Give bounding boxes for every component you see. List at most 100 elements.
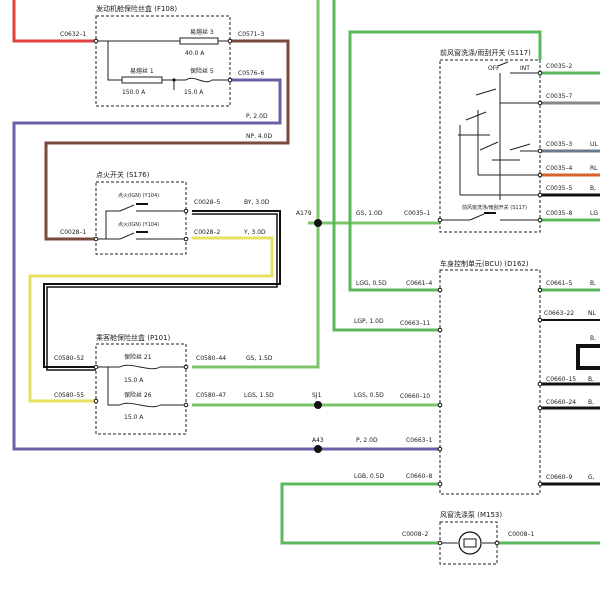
- conn-c0008-1: C0008–1: [508, 531, 534, 538]
- engine-fuse-bus: [96, 40, 120, 81]
- bcu-pins: [437, 287, 543, 487]
- conn-c0035-7: C0035–7: [546, 93, 572, 100]
- splice-label-a43: A43: [312, 437, 324, 444]
- fuse26-name: 保险丝 26: [124, 391, 152, 399]
- wire-green-lgg05: [348, 30, 542, 292]
- conn-c0576-6: C0576–6: [238, 70, 264, 77]
- conn-c0632-1: C0632–1: [60, 31, 86, 38]
- switch-pos-off: OFF: [488, 65, 500, 72]
- splice-sj1: [314, 401, 322, 409]
- fuse1-name: 易熔丝 1: [130, 67, 154, 75]
- fuse5-symbol: [185, 77, 213, 83]
- conn-c0035-5: C0035–5: [546, 185, 572, 192]
- fuse5-name: 保险丝 5: [190, 67, 214, 75]
- fuse5-rating: 15.0 A: [184, 89, 204, 96]
- wire-label-p20-top: P, 2.0D: [246, 113, 268, 120]
- fuse3-symbol: [179, 37, 219, 45]
- conn-c0660-15: C0660–15: [546, 376, 576, 383]
- conn-c0661-5: C0661–5: [546, 280, 572, 287]
- wire-green-lgb05: [280, 482, 440, 545]
- right-label-g: G,: [588, 474, 595, 481]
- conn-c0660-10: C0660–10: [400, 393, 430, 400]
- wire-black-by30-b: [46, 213, 278, 371]
- motor-icon: [458, 531, 482, 555]
- ignition-contact-2: 点火(IGN) (Y104): [118, 222, 159, 228]
- wire-right-black-thick: [576, 344, 600, 370]
- front-wiper-switch-title: 前风窗洗涤/雨刮开关 (S117): [440, 48, 531, 57]
- conn-c0028-2: C0028–2: [194, 229, 220, 236]
- switch-pos-int: INT: [520, 65, 530, 72]
- conn-c0008-2: C0008–2: [402, 531, 428, 538]
- conn-c0571-3: C0571–3: [238, 31, 264, 38]
- conn-c0035-8: C0035–8: [546, 210, 572, 217]
- conn-c0035-1: C0035–1: [404, 210, 430, 217]
- splice-a43: [314, 445, 322, 453]
- conn-c0028-1: C0028–1: [60, 229, 86, 236]
- right-label-b1: B,: [590, 185, 596, 192]
- bcu-box: [439, 269, 541, 495]
- wire-label-lgs15: LGS, 1.5D: [244, 392, 274, 399]
- conn-c0035-2: C0035–2: [546, 63, 572, 70]
- wire-label-lgb05: LGB, 0.5D: [354, 473, 384, 480]
- wire-red-c0632: [12, 0, 96, 43]
- right-label-b5: B,: [588, 399, 594, 406]
- cabin-fuse-box-title: 乘客舱保险丝盒 (P101): [96, 333, 171, 342]
- right-label-ul: UL: [590, 141, 598, 148]
- ignition-contact-1: 点火(IGN) (Y104): [118, 193, 159, 199]
- conn-c0580-55: C0580–55: [54, 392, 84, 399]
- fuse21-symbol: [119, 364, 161, 370]
- conn-c0660-8: C0660–8: [406, 473, 432, 480]
- wire-label-lgs05: LGS, 0.5D: [354, 392, 384, 399]
- splice-label-sj1: SJ1: [312, 392, 322, 399]
- right-label-lg: LG: [590, 210, 598, 217]
- wire-label-by30: BY, 3.0D: [244, 199, 270, 206]
- wire-label-lgg05: LGG, 0.5D: [356, 280, 387, 287]
- ignition-switch-box: [95, 181, 187, 255]
- conn-c0028-5: C0028–5: [194, 199, 220, 206]
- wire-label-gs10: GS, 1.0D: [356, 210, 383, 217]
- fuse1-symbol: [121, 76, 163, 84]
- wire-label-p20-bottom: P, 2.0D: [356, 437, 378, 444]
- right-label-nl: NL: [588, 310, 596, 317]
- conn-c0660-9: C0660–9: [546, 474, 572, 481]
- fuse3-name: 易熔丝 3: [190, 28, 214, 36]
- fuse3-rating: 40.0 A: [185, 50, 205, 57]
- splice-label-a179: A179: [296, 210, 312, 217]
- ignition-switch-title: 点火开关 (S176): [96, 170, 150, 179]
- wire-black-by30-a: [43, 210, 281, 368]
- right-label-b2: B,: [590, 280, 596, 287]
- wire-label-y30: Y, 3.0D: [243, 229, 266, 236]
- conn-c0580-44: C0580–44: [196, 355, 226, 362]
- fuse21-rating: 15.0 A: [124, 377, 144, 384]
- conn-c0580-47: C0580–47: [196, 392, 226, 399]
- engine-fuse-box: [95, 15, 231, 107]
- fuse1-rating: 150.0 A: [122, 89, 146, 96]
- conn-c0663-22: C0663–22: [544, 310, 574, 317]
- conn-c0035-4: C0035–4: [546, 165, 572, 172]
- wire-brown-np40: [44, 39, 290, 241]
- right-label-b3: B,: [590, 335, 596, 342]
- conn-c0661-4: C0661–4: [406, 280, 432, 287]
- conn-c0035-3: C0035–3: [546, 141, 572, 148]
- fuse26-symbol: [119, 402, 161, 408]
- conn-c0660-24: C0660–24: [546, 399, 576, 406]
- engine-fuse-box-title: 发动机舱保险丝盒 (F108): [96, 4, 177, 13]
- wire-green-lgp10: [332, 0, 440, 332]
- wire-yellow-y30: [28, 236, 274, 403]
- wiper-switch-contacts: [440, 72, 540, 221]
- wire-green-gs15: [192, 0, 320, 369]
- conn-c0580-52: C0580–52: [54, 355, 84, 362]
- conn-c0663-11: C0663–11: [400, 320, 430, 327]
- fuse21-name: 保险丝 21: [124, 353, 152, 361]
- wire-label-gs15: GS, 1.5D: [246, 355, 273, 362]
- splice-a179: [314, 219, 322, 227]
- bcu-title: 车身控制单元(BCU) (D162): [440, 259, 529, 268]
- cabin-fuse-box: [95, 343, 187, 435]
- front-wiper-switch-box: [439, 59, 541, 233]
- wire-label-lgp10: LGP, 1.0D: [354, 318, 384, 325]
- right-label-rl: RL: [590, 165, 598, 172]
- washer-pump-title: 风窗洗涤泵 (M153): [440, 510, 502, 519]
- fuse26-rating: 15.0 A: [124, 414, 144, 421]
- wire-label-np40: NP, 4.0D: [246, 133, 272, 140]
